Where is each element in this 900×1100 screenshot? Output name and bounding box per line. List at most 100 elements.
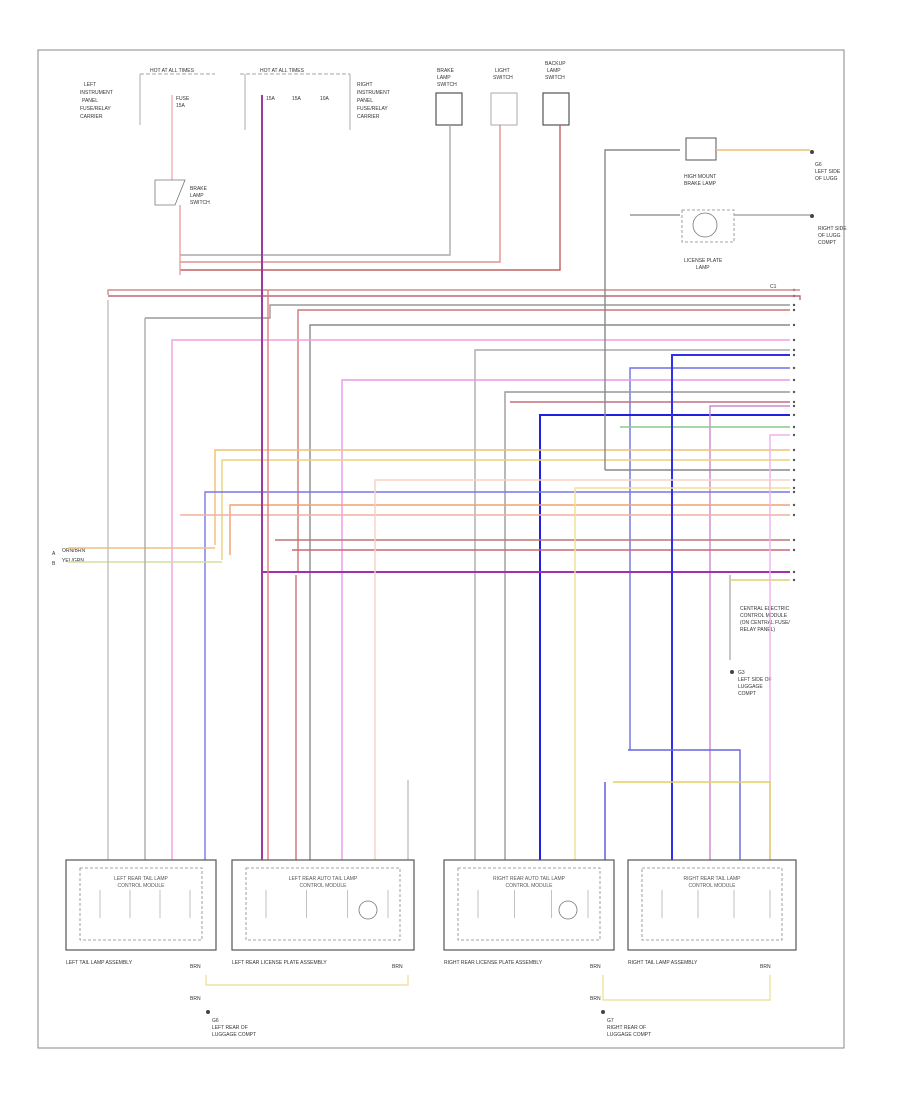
svg-text:G6: G6 bbox=[815, 162, 822, 168]
module-frame bbox=[231, 859, 415, 951]
module-inner bbox=[245, 867, 401, 941]
connector-pin bbox=[792, 468, 796, 472]
svg-text:FUSE/RELAY: FUSE/RELAY bbox=[357, 106, 388, 112]
svg-text:INSTRUMENT: INSTRUMENT bbox=[80, 90, 113, 96]
svg-text:PANEL: PANEL bbox=[357, 98, 373, 104]
svg-text:SWITCH: SWITCH bbox=[190, 200, 210, 206]
svg-text:OF LUGG: OF LUGG bbox=[818, 233, 841, 239]
svg-text:CARRIER: CARRIER bbox=[80, 114, 103, 120]
svg-text:INSTRUMENT: INSTRUMENT bbox=[357, 90, 390, 96]
svg-text:RIGHT REAR OF: RIGHT REAR OF bbox=[607, 1025, 646, 1031]
module-title: RIGHT REAR AUTO TAIL LAMP bbox=[493, 876, 566, 882]
connector-pin bbox=[792, 338, 796, 342]
svg-text:BRN: BRN bbox=[590, 996, 601, 1002]
wire-28 bbox=[604, 149, 680, 470]
svg-text:BRN: BRN bbox=[190, 964, 201, 970]
svg-text:15A: 15A bbox=[292, 96, 302, 102]
svg-text:C1: C1 bbox=[770, 284, 777, 290]
connector-pin bbox=[792, 503, 796, 507]
svg-text:LEFT REAR OF: LEFT REAR OF bbox=[212, 1025, 248, 1031]
wire-9 bbox=[474, 349, 790, 868]
svg-text:G6: G6 bbox=[212, 1018, 219, 1024]
module-title: RIGHT REAR TAIL LAMP bbox=[683, 876, 741, 882]
svg-text:(ON CENTRAL FUSE/: (ON CENTRAL FUSE/ bbox=[740, 620, 790, 626]
connector-pin bbox=[792, 308, 796, 312]
wire-4 bbox=[108, 295, 801, 300]
connector-pin bbox=[792, 303, 796, 307]
svg-text:A: A bbox=[52, 551, 56, 557]
lamp-symbol bbox=[358, 900, 378, 920]
connector-pin bbox=[792, 400, 796, 404]
wire-8 bbox=[171, 339, 790, 868]
svg-text:RIGHT: RIGHT bbox=[357, 82, 373, 88]
svg-text:BRN: BRN bbox=[760, 964, 771, 970]
fuse-label-left: HOT AT ALL TIMES bbox=[150, 68, 195, 74]
svg-text:15A: 15A bbox=[176, 103, 186, 109]
connector-pin bbox=[792, 490, 796, 494]
module-caption: RIGHT TAIL LAMP ASSEMBLY bbox=[628, 960, 698, 966]
svg-text:15A: 15A bbox=[266, 96, 276, 102]
svg-text:LUGGAGE COMPT: LUGGAGE COMPT bbox=[212, 1032, 256, 1038]
wire-harness bbox=[68, 95, 810, 1001]
wire-10 bbox=[629, 367, 790, 750]
svg-text:FUSE/RELAY: FUSE/RELAY bbox=[80, 106, 111, 112]
svg-text:BRN: BRN bbox=[590, 964, 601, 970]
diagram-border bbox=[37, 49, 845, 1049]
svg-text:BRAKE: BRAKE bbox=[190, 186, 208, 192]
wire-14 bbox=[539, 414, 790, 868]
connector-pin bbox=[792, 578, 796, 582]
wire-18 bbox=[221, 459, 790, 560]
wire-0 bbox=[107, 289, 800, 295]
svg-text:LIGHT: LIGHT bbox=[495, 68, 510, 74]
wire-48 bbox=[205, 975, 409, 986]
svg-text:CONTROL MODULE: CONTROL MODULE bbox=[740, 613, 788, 619]
svg-text:BRN: BRN bbox=[392, 964, 403, 970]
svg-text:BACKUP: BACKUP bbox=[545, 61, 566, 67]
module-inner bbox=[79, 867, 203, 941]
module-frame bbox=[627, 859, 797, 951]
wire-37 bbox=[574, 487, 790, 868]
wire-45 bbox=[613, 781, 771, 868]
connector-pin bbox=[792, 353, 796, 357]
module-caption: LEFT TAIL LAMP ASSEMBLY bbox=[66, 960, 133, 966]
connector-pin bbox=[792, 366, 796, 370]
connector-pin bbox=[792, 425, 796, 429]
svg-text:BRAKE: BRAKE bbox=[437, 68, 455, 74]
svg-text:LUGGAGE: LUGGAGE bbox=[738, 684, 763, 690]
wire-12 bbox=[504, 391, 790, 868]
connector-pin bbox=[792, 570, 796, 574]
module-subtitle: CONTROL MODULE bbox=[117, 883, 165, 889]
svg-text:BRAKE LAMP: BRAKE LAMP bbox=[684, 181, 717, 187]
wire-2 bbox=[180, 125, 501, 263]
svg-text:SWITCH: SWITCH bbox=[493, 75, 513, 81]
module-subtitle: CONTROL MODULE bbox=[299, 883, 347, 889]
svg-text:PANEL: PANEL bbox=[82, 98, 98, 104]
top-mid-fuse-block: HOT AT ALL TIMES RIGHTINSTRUMENTPANELFUS… bbox=[240, 68, 390, 130]
svg-text:LEFT SIDE OF: LEFT SIDE OF bbox=[738, 677, 772, 683]
svg-text:COMPT: COMPT bbox=[818, 240, 836, 246]
svg-text:SWITCH: SWITCH bbox=[437, 82, 457, 88]
wire-15 bbox=[709, 405, 790, 868]
connector-pin bbox=[792, 390, 796, 394]
svg-text:RELAY PANEL): RELAY PANEL) bbox=[740, 627, 775, 633]
wire-24 bbox=[261, 95, 790, 868]
wire-3 bbox=[180, 125, 451, 256]
svg-text:10A: 10A bbox=[320, 96, 330, 102]
svg-text:LAMP: LAMP bbox=[696, 265, 710, 271]
wire-19 bbox=[204, 491, 790, 868]
module-inner bbox=[641, 867, 783, 941]
svg-text:LEFT: LEFT bbox=[84, 82, 96, 88]
wire-36 bbox=[769, 434, 790, 868]
module-inner bbox=[457, 867, 601, 941]
svg-text:FUSE: FUSE bbox=[176, 96, 190, 102]
wire-44 bbox=[628, 749, 741, 868]
lamp-symbol bbox=[558, 900, 578, 920]
